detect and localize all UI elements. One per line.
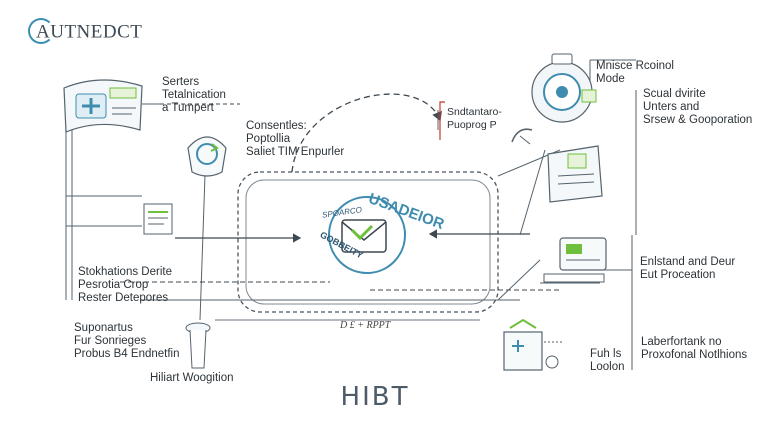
- envelope-badge-icon: [328, 196, 406, 274]
- server-panel-icon: [547, 145, 603, 203]
- logo-text: AUTNEDCT: [36, 21, 143, 43]
- plug-probe-icon: [185, 322, 211, 369]
- logo: AUTNEDCT: [28, 18, 143, 46]
- hub-frame-outer: [237, 171, 499, 313]
- footer-title: HIBT: [340, 382, 410, 412]
- center-caption: D £ + RPPT: [340, 320, 391, 331]
- hub-frame-inner: [245, 179, 491, 305]
- monitor-terminal-icon: [543, 237, 607, 283]
- document-stack-icon: [143, 203, 173, 235]
- label-left-bottom: Hiliart Woogition: [150, 372, 234, 384]
- shield-upload-icon: [503, 318, 562, 371]
- refresh-sensor-icon: [187, 136, 227, 177]
- target-gauge-icon: [531, 53, 597, 123]
- satellite-dish-icon: [511, 128, 533, 145]
- label-top-mid-right: Sndtantaro-Puoprog P: [447, 106, 502, 131]
- gear-card-icon: [63, 79, 143, 133]
